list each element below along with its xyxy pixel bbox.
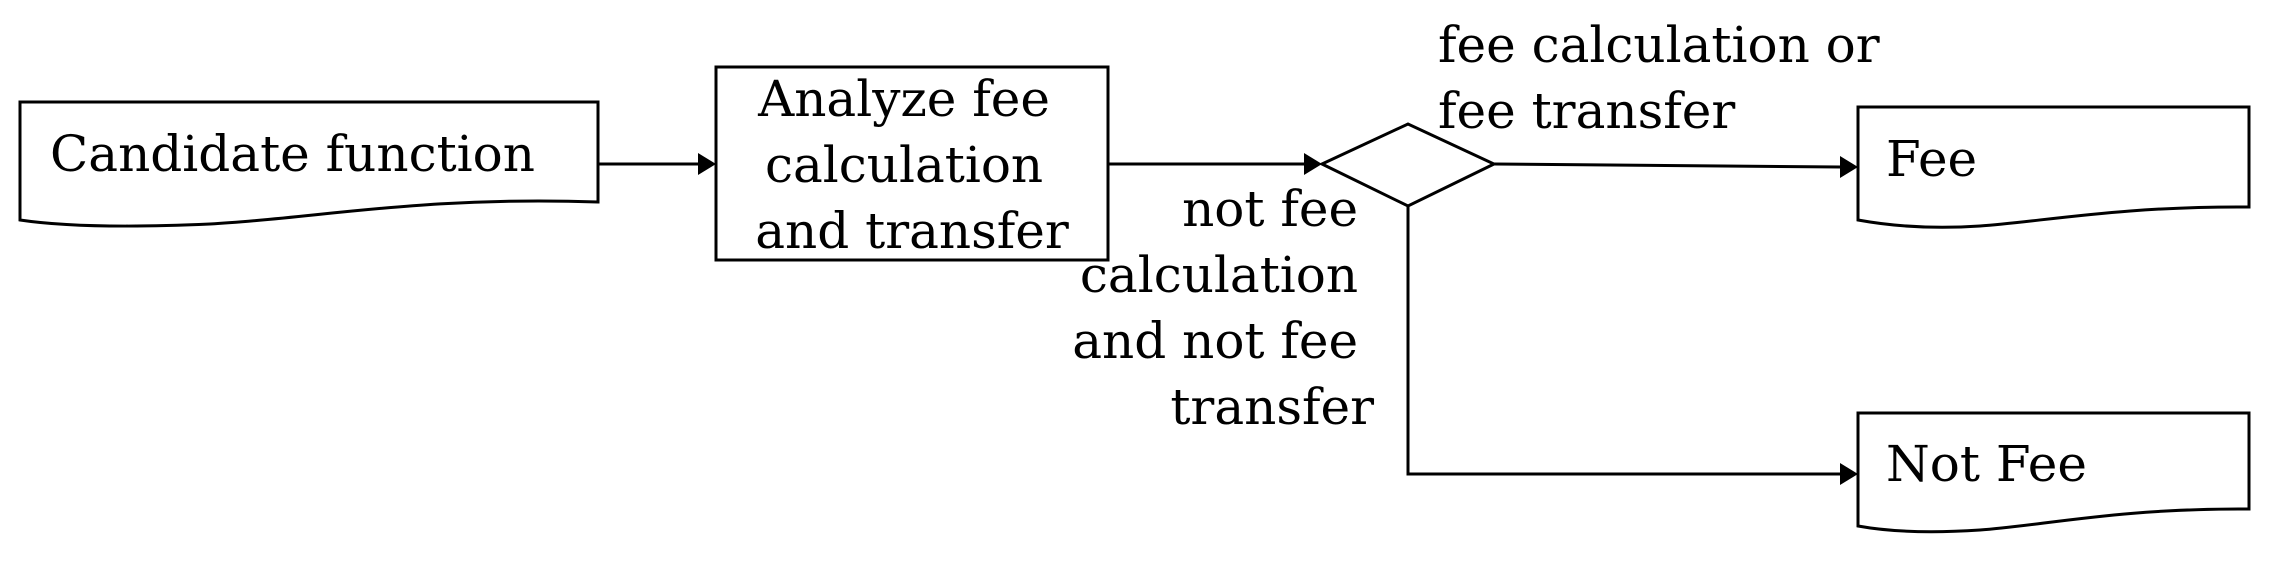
node-label: Candidate function [50,125,535,183]
edge-label-no: not fee calculation and not fee transfer [1072,180,1374,436]
node-label: Fee [1886,130,1977,188]
edge-line [1493,162,1841,169]
process-box [714,65,1110,262]
arrowhead [698,153,716,175]
node-fee: Fee [1856,105,2251,229]
node-label: Analyze fee calculation and transfer [755,70,1069,260]
edge-decision-to-not-fee [1406,206,1858,485]
document-shape [1856,411,2251,534]
edge-label-no-line-3: and not fee [1072,312,1358,370]
edge-label-no-line-4: transfer [1170,378,1374,436]
edge-candidate-to-analyze [598,153,716,175]
edge-analyze-to-decision [1108,153,1322,175]
document-shape [18,100,600,228]
edge-label-yes: fee calculation or fee transfer [1438,16,1896,140]
arrowhead [1304,153,1322,175]
edge-decision-to-fee [1493,156,1858,178]
arrowhead [1840,463,1858,485]
edge-label-yes-line-1: fee calculation or [1438,16,1880,74]
node-analyze-fee: Analyze fee calculation and transfer [714,65,1110,262]
arrowhead [1840,156,1858,178]
document-shape [1856,105,2251,229]
node-label-line-3: and transfer [755,202,1069,260]
edge-label-no-line-2: calculation [1080,246,1358,304]
edge-label-yes-line-2: fee transfer [1438,82,1735,140]
node-label-line-2: calculation [765,136,1043,194]
node-not-fee: Not Fee [1856,411,2251,534]
edge-line [1406,206,1840,476]
edge-label-no-line-1: not fee [1182,180,1358,238]
node-label-line-1: Analyze fee [757,70,1050,128]
node-label: Not Fee [1886,435,2087,493]
node-candidate-function: Candidate function [18,100,600,228]
